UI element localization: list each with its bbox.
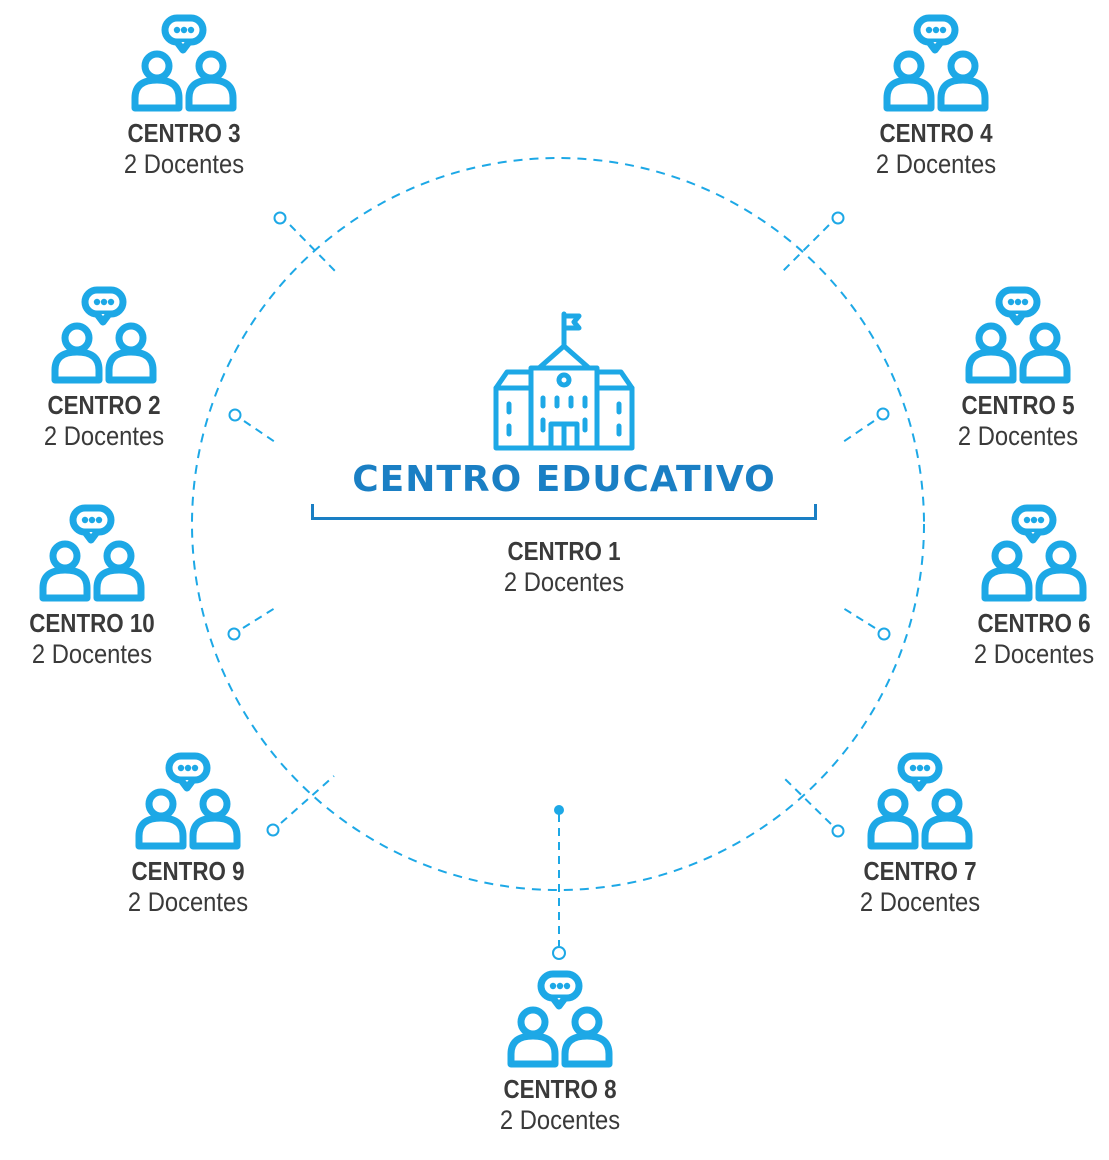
connector-centro-5	[842, 407, 890, 443]
teachers-chat-icon	[39, 504, 145, 602]
network-ring	[191, 157, 925, 891]
node-centro-10: CENTRO 10 2 Docentes	[0, 504, 212, 670]
center-name: CENTRO 1	[507, 536, 621, 566]
teachers-chat-icon	[135, 752, 241, 850]
connector-centro-3	[273, 211, 337, 273]
node-sub: 2 Docentes	[499, 1105, 621, 1135]
node-sub: 2 Docentes	[31, 639, 153, 669]
center-node: CENTRO EDUCATIVO CENTRO 1 2 Docentes	[309, 310, 819, 598]
connector-centro-7	[783, 777, 845, 838]
node-sub: 2 Docentes	[859, 887, 981, 917]
connector-centro-6	[842, 607, 891, 641]
center-sub: 2 Docentes	[503, 567, 625, 597]
node-sub: 2 Docentes	[957, 421, 1079, 451]
connector-centro-2	[228, 408, 276, 443]
node-sub: 2 Docentes	[875, 149, 997, 179]
node-centro-2: CENTRO 2 2 Docentes	[0, 286, 224, 452]
node-centro-9: CENTRO 9 2 Docentes	[68, 752, 308, 918]
teachers-chat-icon	[867, 752, 973, 850]
node-name: CENTRO 7	[863, 856, 977, 886]
node-sub: 2 Docentes	[123, 149, 245, 179]
node-name: CENTRO 5	[961, 390, 1075, 420]
node-name: CENTRO 6	[977, 608, 1091, 638]
node-centro-5: CENTRO 5 2 Docentes	[898, 286, 1109, 452]
node-centro-7: CENTRO 7 2 Docentes	[800, 752, 1040, 918]
school-building-icon	[493, 311, 635, 451]
connector-centro-10	[227, 607, 276, 641]
node-sub: 2 Docentes	[43, 421, 165, 451]
teachers-chat-icon	[507, 970, 613, 1068]
title-underline-bracket	[311, 504, 817, 520]
node-name: CENTRO 8	[503, 1074, 617, 1104]
node-name: CENTRO 2	[47, 390, 161, 420]
teachers-chat-icon	[131, 14, 237, 112]
teachers-chat-icon	[981, 504, 1087, 602]
node-centro-8: CENTRO 8 2 Docentes	[440, 970, 680, 1136]
center-title: CENTRO EDUCATIVO	[352, 459, 776, 500]
teachers-chat-icon	[965, 286, 1071, 384]
node-name: CENTRO 4	[879, 118, 993, 148]
teachers-chat-icon	[883, 14, 989, 112]
node-centro-4: CENTRO 4 2 Docentes	[816, 14, 1056, 180]
node-sub: 2 Docentes	[973, 639, 1095, 669]
node-sub: 2 Docentes	[127, 887, 249, 917]
connector-centro-9	[266, 775, 335, 837]
node-name: CENTRO 3	[127, 118, 241, 148]
connector-centro-4	[779, 211, 845, 275]
connector-centro-8	[552, 805, 566, 960]
node-name: CENTRO 9	[131, 856, 245, 886]
node-centro-6: CENTRO 6 2 Docentes	[914, 504, 1109, 670]
node-centro-3: CENTRO 3 2 Docentes	[64, 14, 304, 180]
teachers-chat-icon	[51, 286, 157, 384]
node-name: CENTRO 10	[29, 608, 155, 638]
